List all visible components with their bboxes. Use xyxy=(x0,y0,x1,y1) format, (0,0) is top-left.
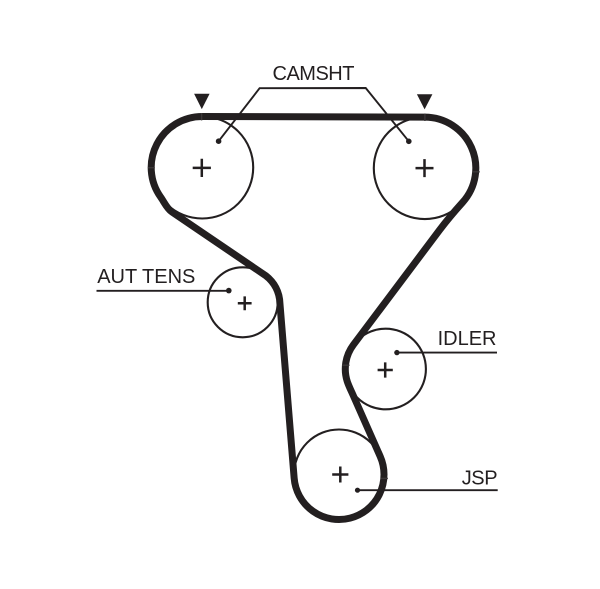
svg-text:IDLER: IDLER xyxy=(438,328,497,350)
svg-text:JSP: JSP xyxy=(462,467,498,489)
svg-text:AUT TENS: AUT TENS xyxy=(97,266,195,288)
svg-text:CAMSHT: CAMSHT xyxy=(273,63,355,85)
